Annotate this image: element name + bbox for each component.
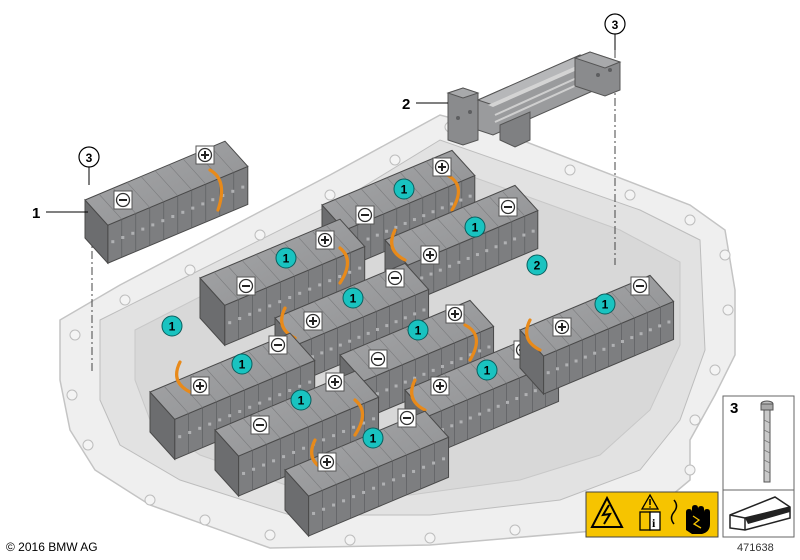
module-number-label: 1	[484, 364, 491, 378]
battery-cell-module	[84, 140, 249, 265]
module-number-badge: 1	[275, 247, 297, 269]
plus-terminal-icon	[303, 311, 323, 331]
callout-label-1: 1	[32, 205, 40, 222]
module-number-badge: 1	[362, 427, 384, 449]
module-number-badge: 1	[393, 178, 415, 200]
module-number-label: 1	[401, 183, 408, 197]
module-number-badge: 1	[464, 216, 486, 238]
high-voltage-warning-label: i	[585, 491, 719, 538]
callout-label-2: 2	[402, 96, 410, 113]
plus-terminal-icon	[420, 245, 440, 265]
minus-terminal-icon	[355, 205, 375, 225]
module-number-label: 1	[602, 298, 609, 312]
minus-terminal-icon	[630, 276, 650, 296]
battery-cell-module: 1	[519, 274, 675, 396]
battery-cell-module: 1	[284, 408, 450, 538]
battery-cell-module: 1	[214, 370, 380, 498]
module-number-badge: 1	[476, 359, 498, 381]
module-number-badge: 1	[290, 389, 312, 411]
svg-text:i: i	[652, 516, 656, 530]
battery-cell-module: 1	[199, 218, 366, 347]
illustration-number: 471638	[737, 542, 774, 554]
minus-terminal-icon	[385, 268, 405, 288]
plus-terminal-icon	[430, 376, 450, 396]
tightening-wedge-box	[722, 489, 795, 538]
high-voltage-warning-icon	[590, 495, 624, 528]
plus-terminal-icon	[432, 157, 452, 177]
module-number-badge: 1	[407, 319, 429, 341]
module-number-badge: 1	[342, 287, 364, 309]
module-number-label: 1	[415, 324, 422, 338]
minus-terminal-icon	[498, 197, 518, 217]
module-number-badge: 1	[161, 315, 183, 337]
minus-terminal-icon	[250, 415, 270, 435]
callout-part-3-bracket: 3	[604, 13, 626, 50]
module-number-label: 1	[169, 320, 176, 334]
plus-terminal-icon	[195, 145, 215, 165]
module-number-label: 1	[283, 252, 290, 266]
connection-bracket	[446, 51, 622, 148]
minus-terminal-icon	[397, 408, 417, 428]
plus-terminal-icon	[325, 372, 345, 392]
module-number-badge: 1	[231, 353, 253, 375]
callout-part-2: 2	[402, 96, 448, 113]
parts-legend-screw: 3	[722, 395, 795, 491]
tightening-wedge-icon	[729, 496, 791, 531]
module-number-label: 2	[534, 259, 541, 273]
battery-cell-module: 1	[384, 184, 539, 305]
plus-terminal-icon	[317, 452, 337, 472]
battery-modules: 1 1 1 1 1 1 1 1 1 1 2 1	[149, 149, 675, 538]
module-number-badge: 2	[526, 254, 548, 276]
manual-info-icon: i	[639, 511, 661, 531]
battery-cell-module: 1	[321, 149, 476, 270]
legend-label-3: 3	[730, 400, 738, 417]
plus-terminal-icon	[190, 376, 210, 396]
minus-terminal-icon	[236, 276, 256, 296]
plus-terminal-icon	[552, 317, 572, 337]
module-number-label: 1	[239, 358, 246, 372]
minus-terminal-icon	[113, 190, 133, 210]
cell-module-detached	[84, 140, 249, 265]
copyright-notice: © 2016 BMW AG	[6, 540, 98, 554]
module-number-label: 1	[298, 394, 305, 408]
callout-part-3-module: 3	[78, 146, 100, 185]
plus-terminal-icon	[445, 304, 465, 324]
screw-icon	[760, 400, 774, 483]
module-number-label: 1	[350, 292, 357, 306]
minus-terminal-icon	[268, 335, 288, 355]
battery-cell-module: 1	[149, 332, 316, 461]
caution-triangle-icon	[640, 493, 660, 510]
no-touch-hand-icon	[670, 499, 710, 534]
module-number-label: 1	[472, 221, 479, 235]
module-number-label: 1	[370, 432, 377, 446]
plus-terminal-icon	[315, 230, 335, 250]
callout-label-3-bracket: 3	[612, 18, 619, 32]
tray-bolt-holes	[66, 121, 734, 546]
module-number-badge: 1	[594, 293, 616, 315]
minus-terminal-icon	[368, 349, 388, 369]
callout-label-3-module: 3	[86, 151, 93, 165]
callout-part-1: 1	[32, 205, 88, 222]
